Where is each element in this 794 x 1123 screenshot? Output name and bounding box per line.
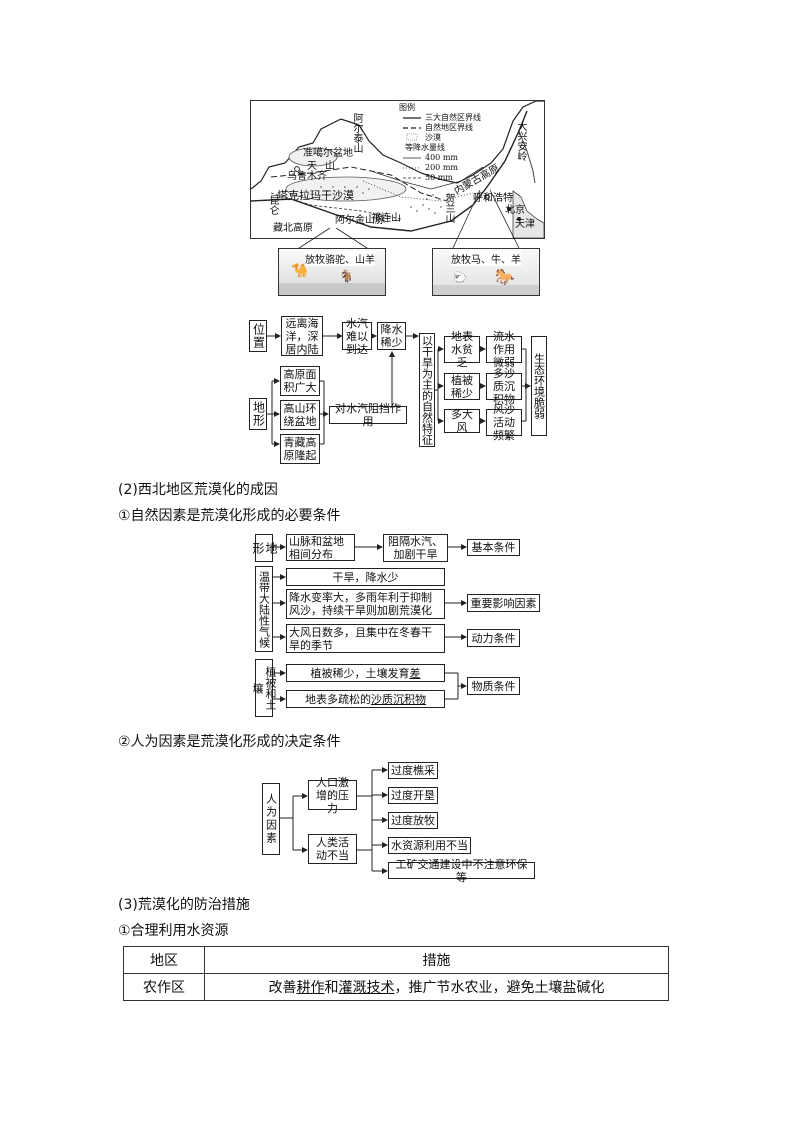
label-taklimakan: 塔克拉玛干沙漠 [277,189,354,202]
measures-table: 地区 措施 农作区 改善耕作和灌溉技术，推广节水农业，避免土壤盐碱化 [123,946,669,1001]
flow1-plateau-wide: 高原面积广大 [280,366,320,396]
flow1-surface-water: 地表水贫乏 [444,330,480,369]
flow2-rain-variable: 降水变率大，多雨年利于抑制风沙，持续干旱则加剧荒漠化 [286,589,445,619]
table-row: 农作区 改善耕作和灌溉技术，推广节水农业，避免土壤盐碱化 [123,973,669,1001]
legend-item: 三大自然区界线 [425,113,481,122]
flow2-material: 物质条件 [467,677,520,695]
measure-underlined: 灌溉技术 [338,980,395,996]
flow3-mining: 工矿交通建设中不注意环保等 [388,858,535,884]
label-tianshan: 天山 [307,161,343,172]
legend-title: 图例 [399,103,415,112]
flow1-sandy-sediment: 多沙质沉积物 [486,367,522,406]
flow3-arrows [279,767,388,874]
flow3-population: 人口激增的压力 [308,776,357,815]
flow2-loose-sand: 地表多疏松的沙质沉积物 [286,690,445,708]
label-urumqi: 乌鲁木齐 [287,171,327,182]
table-cell-region: 农作区 [123,973,205,1001]
legend-item: 沙漠 [425,133,441,142]
label-helan: 贺兰山 [443,193,454,223]
flow1-position: 位置 [249,320,267,352]
photo-left: 放牧骆驼、山羊 🐪 🐐 [278,248,386,296]
measure-text: 和 [324,980,339,996]
legend-item: 等降水量线 [405,143,445,152]
flow1-arrows [266,333,531,447]
map-figure: 图例 三大自然区界线 自然地区界线 沙漠 等降水量线 400 mm 200 mm… [250,100,545,239]
photo-left-caption: 放牧骆驼、山羊 [305,251,375,266]
flow3-overcut: 过度樵采 [388,762,438,779]
heading-water: ①合理利用水资源 [118,923,229,939]
flow2-veg-sparse: 植被稀少，土壤发育差 [286,664,445,682]
flow3-water-misuse: 水资源利用不当 [388,837,471,854]
goat-icon: 🐐 [339,269,354,283]
flow2-climate: 温带大陆性气候 [255,566,273,652]
flow2-loose-sand-text: 地表多疏松的 [305,692,371,706]
flow2-block-vapor: 阻隔水汽、加剧干旱 [383,534,448,562]
table-header-region: 地区 [123,946,205,974]
legend-item: 200 mm [425,163,458,172]
flow3-overreclaim: 过度开垦 [388,787,438,804]
flow2-basic: 基本条件 [467,539,520,556]
flow2-veg-sparse-text: 植被稀少，土壤发育 [310,666,410,680]
label-altai: 阿尔泰山 [351,113,362,153]
flow1-qingzang-rise: 青藏高原隆起 [280,434,320,464]
flow2-dry: 干旱，降水少 [286,568,445,586]
measure-text: ，推广节水农业，避免土壤盐碱化 [394,980,605,996]
label-daxinganling: 大兴安岭 [515,121,526,161]
sheep-icon: 🐑 [453,271,467,284]
label-huhhot: 呼和浩特 [473,193,513,204]
flow1-vapor-blocked: 对水汽阻挡作用 [329,402,407,428]
flow2-loose-sand-underlined: 沙质沉积物 [371,692,426,706]
label-qilian: 祁连山 [371,213,401,224]
photo-right: 放牧马、牛、羊 🐎 🐑 [432,248,540,296]
flow2-power: 动力条件 [467,629,520,647]
table-cell-measure: 改善耕作和灌溉技术，推广节水农业，避免土壤盐碱化 [204,973,669,1001]
flow1-sparse-veg: 植被稀少 [444,373,480,400]
flow1-far-from-sea: 远离海洋，深居内陆 [281,316,323,356]
flow1-terrain: 地形 [249,398,267,430]
flow2-mountain-basin: 山脉和盆地相间分布 [286,534,355,561]
photo-right-caption: 放牧马、牛、羊 [451,251,521,266]
legend-item: 400 mm [425,153,458,162]
measure-underlined: 耕作 [296,980,325,996]
flow2-arrows [273,544,467,702]
flow1-arid-feature: 以干旱为主的自然特征 [419,333,435,447]
heading-measures: (3)荒漠化的防治措施 [118,897,250,913]
heading-human: ②人为因素是荒漠化形成的决定条件 [118,734,341,750]
table-header-row: 地区 措施 [123,946,669,974]
label-tibet: 藏北高原 [273,223,313,234]
heading-natural: ①自然因素是荒漠化形成的必要条件 [118,508,341,524]
horse-icon: 🐎 [495,267,515,286]
label-beijing: 北京 [505,205,525,216]
flow1-little-rain: 降水稀少 [377,322,406,350]
flow2-important: 重要影响因素 [467,594,540,612]
camel-icon: 🐪 [291,263,309,279]
label-junggar: 准噶尔盆地 [303,148,353,159]
heading-causes: (2)西北地区荒漠化的成因 [118,482,278,498]
flow3-overgraze: 过度放牧 [388,812,438,829]
label-tianjin: 天津 [515,219,535,230]
legend-item: 自然地区界线 [425,123,473,132]
flow3-human: 人为因素 [262,783,280,855]
flow1-mountains-basins: 高山环绕盆地 [280,400,320,430]
legend-item: 50 mm [425,173,453,182]
flow1-fragile-eco: 生态环境脆弱 [531,336,547,436]
photo-leaders [295,189,521,251]
map-shapes [251,101,544,238]
label-altun: 阿尔金山脉 [335,215,385,226]
flow3-improper: 人类活动不当 [308,834,357,864]
flow2-veg-sparse-underlined: 差 [409,666,421,680]
table-header-measure: 措施 [204,946,669,974]
flow2-windy-days: 大风日数多，且集中在冬春干旱的季节 [286,624,445,653]
label-kunlun: 昆仑 [267,195,278,215]
measure-text: 改善 [268,980,297,996]
flow1-windy: 多大风 [444,408,480,434]
